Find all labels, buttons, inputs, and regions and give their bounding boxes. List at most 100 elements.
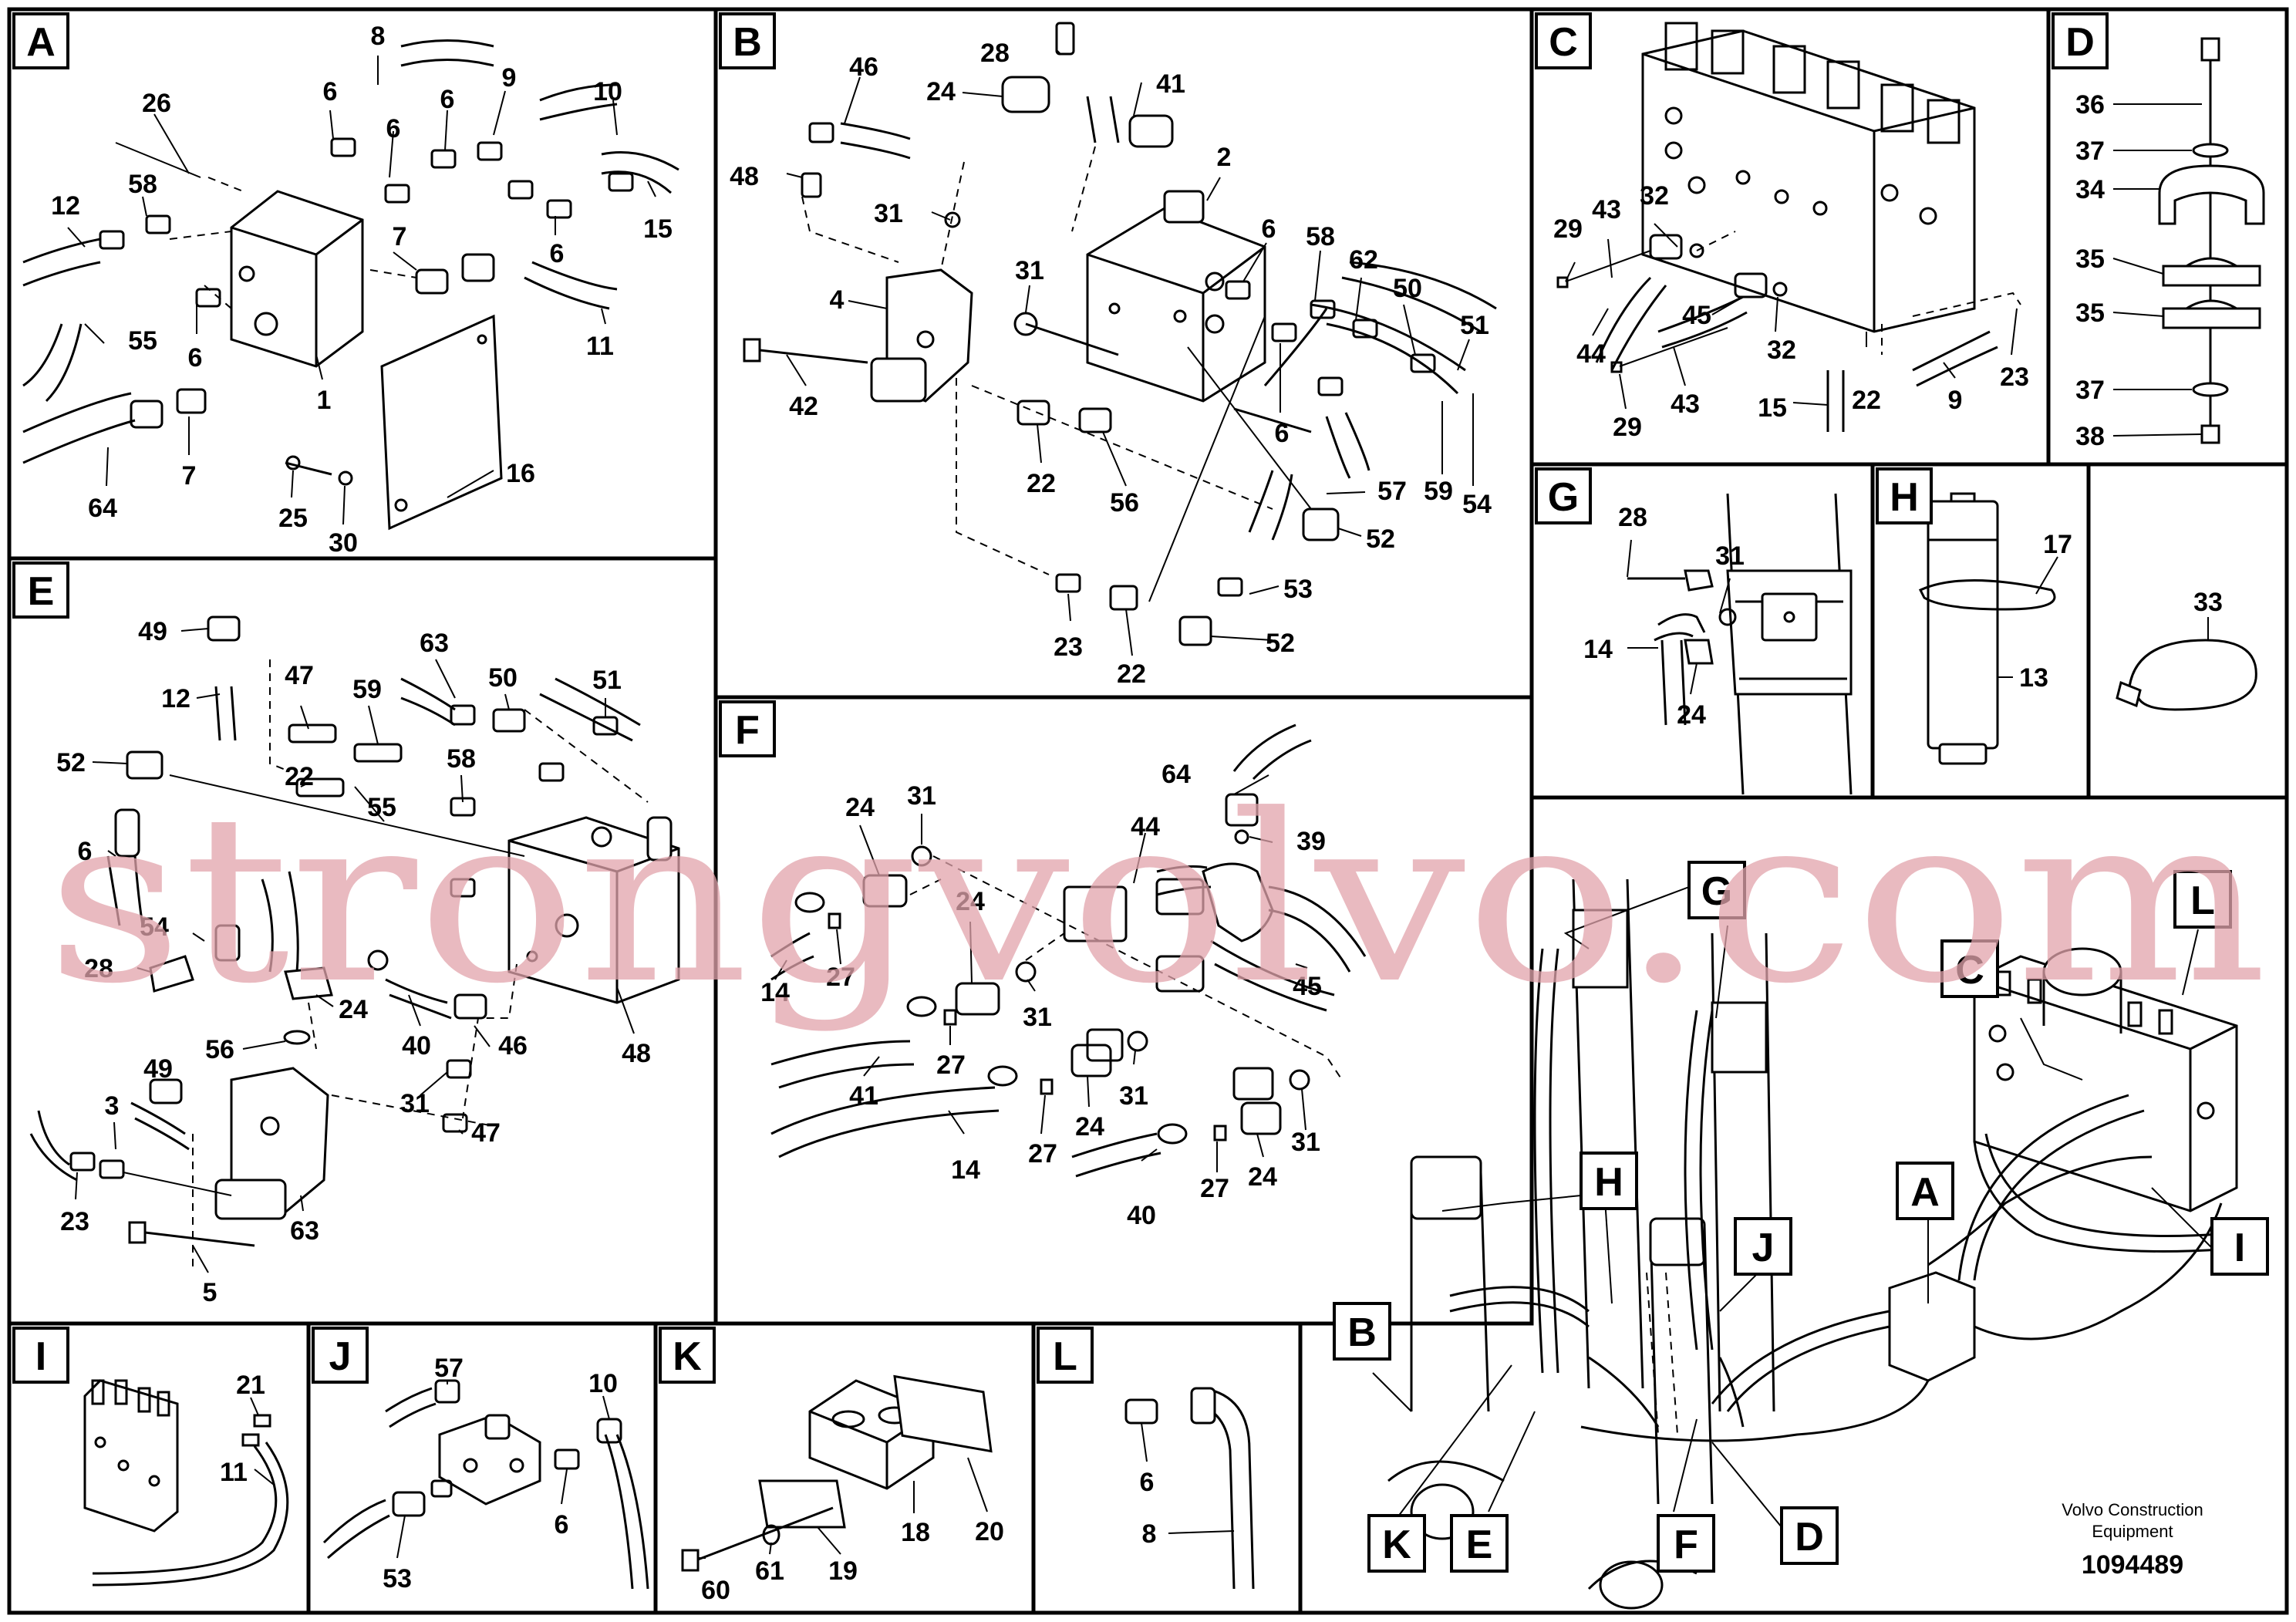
callout-number: 15 xyxy=(1758,393,1787,423)
callout-number: 31 xyxy=(400,1089,430,1118)
callout-number: 52 xyxy=(56,748,86,777)
overview-label-h: H xyxy=(1580,1152,1638,1210)
callout-number: 24 xyxy=(956,887,985,916)
panel-blank-frame xyxy=(2086,462,2289,800)
callout-number: 3 xyxy=(105,1091,120,1121)
svg-text:L: L xyxy=(2190,878,2215,923)
overview-labels: G H C L A I J B K E F D xyxy=(1333,861,2269,1573)
callouts-panel-g: 28 31 14 24 xyxy=(1583,503,1745,730)
callout-number: 31 xyxy=(1023,1003,1052,1032)
callouts-panel-e: 49 12 47 59 63 50 51 52 22 58 6 55 54 28… xyxy=(56,617,651,1307)
panel-frames xyxy=(7,7,2289,1615)
callout-number: 38 xyxy=(2075,422,2105,451)
callout-number: 6 xyxy=(1262,214,1276,244)
callout-number: 23 xyxy=(60,1207,89,1236)
panel-i-drawing xyxy=(83,1379,289,1587)
panel-label-f: F xyxy=(719,700,776,757)
callout-number: 57 xyxy=(1377,477,1407,506)
svg-text:E: E xyxy=(1466,1523,1493,1567)
callout-number: 6 xyxy=(323,77,338,106)
callout-number: 24 xyxy=(1677,700,1706,730)
brand-line-1: Volvo Construction xyxy=(2062,1500,2203,1519)
callout-number: 62 xyxy=(1349,245,1378,275)
callout-number: 56 xyxy=(1110,488,1139,518)
overview-label-c: C xyxy=(1940,939,1999,998)
callout-number: 49 xyxy=(143,1054,173,1084)
panel-blank-drawing xyxy=(2116,639,2257,711)
callout-number: 47 xyxy=(285,661,314,690)
callout-number: 61 xyxy=(755,1556,784,1586)
callout-number: 47 xyxy=(471,1118,501,1148)
callouts-panel-blank: 33 xyxy=(2193,588,2223,617)
callout-number: 58 xyxy=(447,744,476,774)
callout-number: 11 xyxy=(220,1458,248,1487)
callout-number: 35 xyxy=(2075,244,2105,274)
callout-number: 2 xyxy=(1217,143,1232,172)
callout-number: 59 xyxy=(1424,477,1453,506)
callout-number: 6 xyxy=(550,239,565,268)
callout-number: 27 xyxy=(936,1050,966,1080)
callout-number: 22 xyxy=(1852,386,1881,415)
overview-label-b: B xyxy=(1333,1302,1391,1361)
callout-number: 17 xyxy=(2043,530,2072,559)
panel-label-j: J xyxy=(312,1327,369,1384)
panel-d-drawing xyxy=(2158,37,2265,444)
svg-text:D: D xyxy=(2065,20,2095,65)
callout-number: 13 xyxy=(2019,663,2048,693)
callout-number: 54 xyxy=(140,912,169,942)
callout-number: 10 xyxy=(593,77,622,106)
callout-number: 12 xyxy=(161,684,190,713)
callout-number: 55 xyxy=(128,326,157,356)
svg-text:H: H xyxy=(1890,475,1919,520)
callout-number: 7 xyxy=(182,461,197,491)
callout-number: 24 xyxy=(1075,1112,1104,1141)
callout-number: 1 xyxy=(317,386,332,415)
brand-block: Volvo Construction Equipment 1094489 xyxy=(2062,1500,2203,1580)
callout-number: 31 xyxy=(907,781,936,811)
panel-label-b: B xyxy=(719,12,776,69)
panel-label-k: K xyxy=(659,1327,716,1384)
callout-number: 40 xyxy=(402,1031,431,1061)
callout-number: 14 xyxy=(951,1155,980,1185)
svg-text:I: I xyxy=(35,1334,46,1379)
callout-number: 6 xyxy=(386,114,401,143)
panel-labels: A B C D E F G H I J K L xyxy=(12,12,2109,1384)
callout-number: 50 xyxy=(1393,274,1422,303)
callout-number: 53 xyxy=(1283,575,1313,604)
callout-number: 32 xyxy=(1640,181,1669,211)
overview-label-e: E xyxy=(1450,1514,1509,1573)
callout-number: 8 xyxy=(371,22,386,51)
callout-number: 41 xyxy=(849,1081,878,1111)
panel-f-drawing xyxy=(770,723,1367,1178)
callout-number: 53 xyxy=(383,1564,412,1593)
callout-number: 19 xyxy=(828,1556,858,1586)
callout-number: 31 xyxy=(1015,256,1044,285)
brand-line-2: Equipment xyxy=(2092,1522,2173,1541)
callout-number: 58 xyxy=(128,170,157,199)
overview-label-f: F xyxy=(1657,1514,1715,1573)
callout-number: 14 xyxy=(1583,635,1613,664)
callout-number: 14 xyxy=(760,978,790,1007)
callout-number: 59 xyxy=(352,675,382,704)
callout-number: 9 xyxy=(1948,386,1963,415)
callout-number: 46 xyxy=(849,52,878,82)
overview-label-k: K xyxy=(1367,1514,1426,1573)
callout-number: 42 xyxy=(789,392,818,421)
callouts-panel-j: 57 10 6 53 xyxy=(383,1354,618,1593)
callout-number: 5 xyxy=(203,1278,217,1307)
panel-e-drawing xyxy=(29,615,680,1273)
overview-label-d: D xyxy=(1780,1506,1839,1565)
callout-number: 49 xyxy=(138,617,167,646)
callout-number: 48 xyxy=(730,162,759,191)
callout-number: 20 xyxy=(975,1517,1004,1546)
callout-number: 26 xyxy=(142,89,171,118)
svg-text:L: L xyxy=(1053,1334,1077,1379)
svg-text:J: J xyxy=(329,1334,352,1379)
leader-lines xyxy=(67,49,2209,1559)
callout-number: 54 xyxy=(1462,490,1492,519)
callout-number: 32 xyxy=(1767,336,1796,365)
panel-label-h: H xyxy=(1876,467,1933,524)
callout-number: 63 xyxy=(290,1216,319,1246)
callout-number: 44 xyxy=(1131,812,1160,841)
svg-text:A: A xyxy=(26,20,56,65)
